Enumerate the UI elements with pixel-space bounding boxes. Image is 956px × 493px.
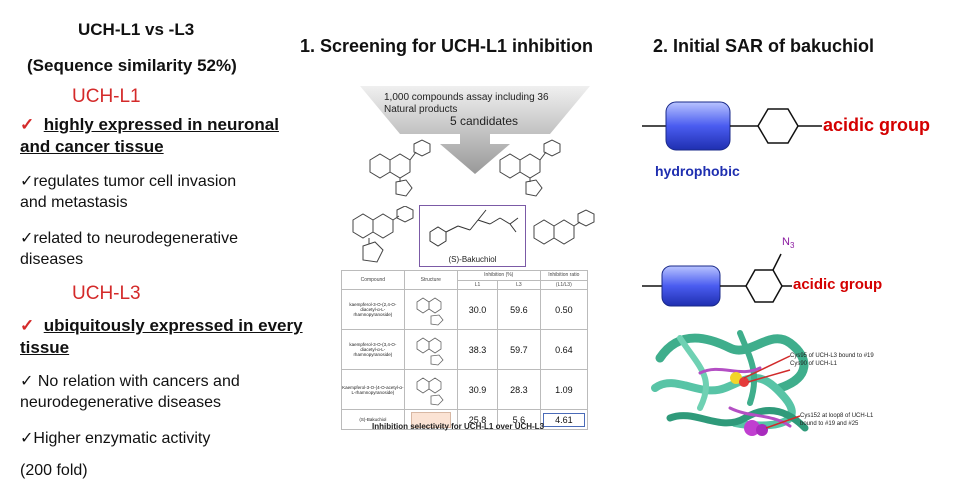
bakuchiol-label: (S)-Bakuchiol xyxy=(448,255,497,264)
inhibition-table: Compound Structure Inhibition (%) Inhibi… xyxy=(341,270,589,430)
flavonoid-structure-1 xyxy=(369,139,431,197)
ratio-value: 4.61 xyxy=(539,409,589,430)
table-caption: Inhibition selectivity for UCH-L1 over U… xyxy=(372,422,545,431)
table-header: Inhibition (%) xyxy=(456,270,541,281)
compound-name: kaempferol-3-O-(2,4-O-diacetyl-α-L-rhamn… xyxy=(341,289,405,330)
table-row: kaempferol-3-O-(2,4-O-diacetyl-α-L-rhamn… xyxy=(341,289,589,330)
l1-value: 38.3 xyxy=(456,329,499,370)
azide-label: N3 xyxy=(782,236,795,251)
screening-title: 1. Screening for UCH-L1 inhibition xyxy=(300,36,594,56)
candidates-label: 5 candidates xyxy=(450,114,519,128)
table-row: (S)-Bakuchiol 25.8 5.6 4.61 xyxy=(341,409,589,430)
flavonoid-structure-2 xyxy=(499,139,561,197)
protein-structure-image xyxy=(640,318,952,445)
l1-value: 25.8 xyxy=(456,409,499,430)
highlight-swatch xyxy=(410,411,451,428)
bakuchiol-structure xyxy=(429,209,519,247)
uchl1-point-3: ✓related to neurodegenerative diseases xyxy=(20,230,238,268)
ratio-value: 0.50 xyxy=(539,289,589,330)
bakuchiol-structure-box: (S)-Bakuchiol xyxy=(419,205,526,267)
acidic-group-label-2: acidic group xyxy=(793,276,883,293)
l3-value: 28.3 xyxy=(497,369,541,410)
uchl1-point-1: ✓ highly expressed in neuronal and cance… xyxy=(20,115,279,156)
check-icon: ✓ xyxy=(20,373,34,390)
sequence-similarity: (Sequence similarity 52%) xyxy=(27,56,237,75)
compound-structure xyxy=(416,297,444,325)
sar-scaffold-2 xyxy=(642,253,792,307)
table-subheader: L1 xyxy=(456,279,499,290)
hydrophobic-label: hydrophobic xyxy=(655,163,740,179)
table-header: Compound xyxy=(341,270,405,290)
uchl1-point-2: ✓regulates tumor cell invasion and metas… xyxy=(20,173,237,211)
compound-name: kaempferol-3-O-(3,4-O-diacetyl-α-L-rhamn… xyxy=(341,329,405,370)
table-row: Kaempferol-3-O-(4-O-acetyl-α-L-rhamnopyr… xyxy=(341,369,589,410)
assay-description: 1,000 compounds assay including 36 Natur… xyxy=(384,92,549,115)
uchl3-point-1: ✓ ubiquitously expressed in every tissue xyxy=(20,316,303,357)
flavonoid-structure-3 xyxy=(352,206,414,263)
structure-cell xyxy=(403,409,458,430)
table-header: Inhibition ratio xyxy=(539,270,589,281)
acidic-group-label-1: acidic group xyxy=(823,115,931,135)
sar-title: 2. Initial SAR of bakuchiol xyxy=(653,36,875,56)
flavonoid-structure-4 xyxy=(533,209,595,245)
compound-name: Kaempferol-3-O-(4-O-acetyl-α-L-rhamnopyr… xyxy=(341,369,405,410)
table-subheader: L3 xyxy=(497,279,541,290)
compound-structure xyxy=(416,337,444,365)
compound-name: (S)-Bakuchiol xyxy=(341,409,405,430)
uchl1-title: UCH-L1 xyxy=(72,86,141,107)
uchl3-point-3: ✓Higher enzymatic activity xyxy=(20,430,211,447)
check-icon: ✓ xyxy=(20,173,34,190)
structure-cell xyxy=(403,289,458,330)
protein-annotation-1: Cys95 of UCH-L3 bound to #19 Cys90 of UC… xyxy=(790,353,874,367)
table-subheader: (L1/L3) xyxy=(539,279,589,290)
table-header-row: Compound Structure Inhibition (%) Inhibi… xyxy=(341,270,589,290)
ratio-value: 0.64 xyxy=(539,329,589,370)
l1-value: 30.9 xyxy=(456,369,499,410)
structure-cell xyxy=(403,369,458,410)
sar-scaffold-1 xyxy=(642,101,822,151)
compound-structure xyxy=(416,377,444,405)
table-header: Structure xyxy=(403,270,458,290)
structure-cell xyxy=(403,329,458,370)
fold-note: (200 fold) xyxy=(20,462,88,479)
uchl3-point-2: ✓ No relation with cancers and neurodege… xyxy=(20,373,240,411)
check-icon: ✓ xyxy=(20,430,34,447)
comparison-header: UCH-L1 vs -L3 xyxy=(78,20,195,39)
check-icon: ✓ xyxy=(20,115,35,134)
l1-value: 30.0 xyxy=(456,289,499,330)
ratio-value: 1.09 xyxy=(539,369,589,410)
check-icon: ✓ xyxy=(20,230,34,247)
l3-value: 59.6 xyxy=(497,289,541,330)
l3-value: 59.7 xyxy=(497,329,541,370)
check-icon: ✓ xyxy=(20,316,35,335)
uchl3-title: UCH-L3 xyxy=(72,283,141,304)
table-row: kaempferol-3-O-(3,4-O-diacetyl-α-L-rhamn… xyxy=(341,329,589,370)
protein-annotation-2: Cys152 at loop8 of UCH-L1 bound to #19 a… xyxy=(800,413,874,427)
screening-funnel-arrow xyxy=(360,86,590,174)
